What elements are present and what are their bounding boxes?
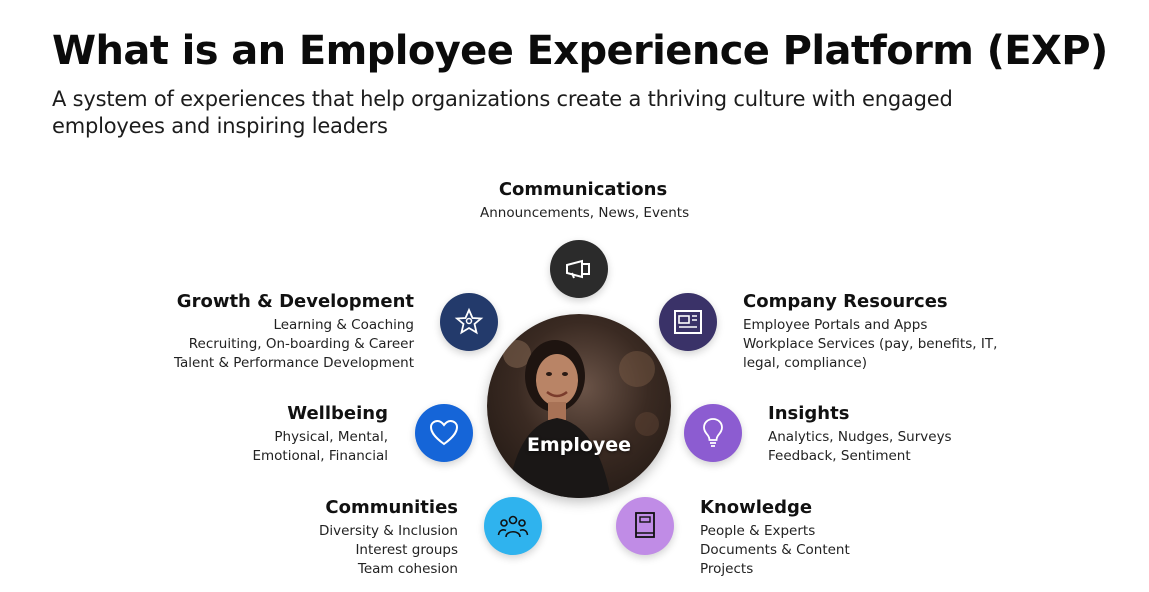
company-resources-text: Company Resources Employee Portals and A… bbox=[743, 290, 1003, 373]
communities-line-1: Diversity & Inclusion bbox=[318, 523, 458, 539]
communities-line-3: Team cohesion bbox=[357, 561, 458, 577]
employee-label: Employee bbox=[526, 434, 632, 456]
employee-photo: Employee bbox=[487, 314, 671, 498]
growth-node bbox=[440, 293, 498, 351]
company-resources-line-2: Workplace Services (pay, benefits, IT, bbox=[743, 336, 998, 352]
communities-text: Communities Diversity & Inclusion Intere… bbox=[298, 496, 458, 579]
growth-title: Growth & Development bbox=[176, 291, 414, 312]
wellbeing-node bbox=[415, 404, 473, 462]
growth-line-3: Talent & Performance Development bbox=[174, 355, 415, 371]
star-badge-icon bbox=[454, 307, 484, 335]
company-resources-node bbox=[659, 293, 717, 351]
knowledge-text: Knowledge People & Experts Documents & C… bbox=[700, 496, 900, 579]
wellbeing-line-1: Physical, Mental, bbox=[274, 429, 388, 445]
knowledge-title: Knowledge bbox=[700, 497, 813, 518]
wellbeing-text: Wellbeing Physical, Mental, Emotional, F… bbox=[228, 402, 388, 466]
knowledge-line-2: Documents & Content bbox=[700, 542, 850, 558]
communities-line-2: Interest groups bbox=[355, 542, 458, 558]
wellbeing-line-2: Emotional, Financial bbox=[252, 448, 388, 464]
people-group-icon bbox=[497, 515, 529, 538]
heart-icon bbox=[429, 419, 459, 446]
growth-line-2: Recruiting, On-boarding & Career bbox=[188, 336, 414, 352]
lightbulb-icon bbox=[703, 418, 723, 447]
company-resources-title: Company Resources bbox=[743, 291, 948, 312]
communications-node bbox=[550, 240, 608, 298]
wellbeing-title: Wellbeing bbox=[287, 403, 388, 424]
insights-node bbox=[684, 404, 742, 462]
communities-node bbox=[484, 497, 542, 555]
page-subtitle: A system of experiences that help organi… bbox=[52, 87, 953, 138]
megaphone-icon bbox=[566, 259, 590, 279]
portal-window-icon bbox=[674, 310, 702, 334]
page-title: What is an Employee Experience Platform … bbox=[52, 28, 1108, 74]
knowledge-line-3: Projects bbox=[700, 561, 754, 577]
communities-title: Communities bbox=[325, 497, 458, 518]
communications-text: Communications Announcements, News, Even… bbox=[480, 178, 690, 223]
insights-line-2: Feedback, Sentiment bbox=[768, 448, 911, 464]
employee-portrait-illustration bbox=[503, 340, 659, 498]
knowledge-line-1: People & Experts bbox=[700, 523, 816, 539]
knowledge-node bbox=[616, 497, 674, 555]
insights-title: Insights bbox=[768, 403, 850, 424]
insights-text: Insights Analytics, Nudges, Surveys Feed… bbox=[768, 402, 988, 466]
communications-line: Announcements, News, Events bbox=[480, 205, 690, 221]
growth-text: Growth & Development Learning & Coaching… bbox=[174, 290, 414, 373]
company-resources-line-3: legal, compliance) bbox=[743, 355, 867, 371]
communications-title: Communications bbox=[498, 179, 668, 200]
growth-line-1: Learning & Coaching bbox=[273, 317, 414, 333]
company-resources-line-1: Employee Portals and Apps bbox=[743, 317, 928, 333]
book-icon bbox=[635, 512, 655, 538]
insights-line-1: Analytics, Nudges, Surveys bbox=[768, 429, 952, 445]
